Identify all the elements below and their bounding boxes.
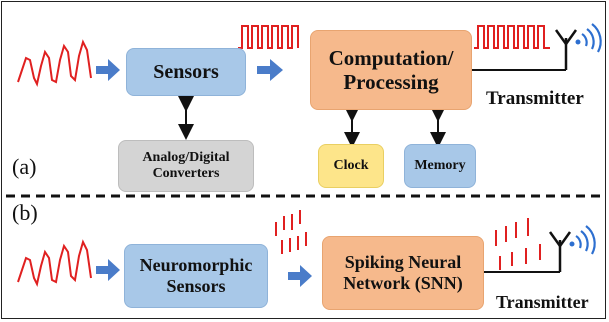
digital-pulse-icon bbox=[238, 25, 299, 49]
wifi-icon bbox=[575, 23, 602, 53]
memory-label: Memory bbox=[414, 157, 466, 173]
transmitter-label-a: Transmitter bbox=[486, 88, 584, 109]
transmitter-label-b: Transmitter bbox=[496, 292, 589, 312]
neuromorphic-label-line2: Sensors bbox=[166, 276, 226, 296]
clock-box: Clock bbox=[318, 144, 384, 188]
snn-label-line1: Spiking Neural bbox=[344, 252, 462, 273]
panel-label-b: (b) bbox=[12, 200, 38, 225]
adc-label-line2: Converters bbox=[152, 166, 220, 181]
antenna-icon bbox=[554, 29, 578, 45]
arrow-icon bbox=[288, 265, 312, 287]
sensors-label: Sensors bbox=[153, 60, 219, 83]
sensors-box: Sensors bbox=[126, 48, 246, 96]
memory-box: Memory bbox=[404, 144, 476, 188]
spike-train-icon bbox=[275, 210, 307, 254]
analog-wave-icon bbox=[17, 39, 92, 87]
spike-train-icon bbox=[495, 218, 541, 270]
snn-label-line2: Network (SNN) bbox=[343, 273, 463, 293]
neuromorphic-label-line1: Neuromorphic bbox=[139, 255, 253, 276]
processing-label-line1: Computation/ bbox=[328, 45, 454, 70]
digital-pulse-icon bbox=[474, 25, 550, 49]
processing-label-line2: Processing bbox=[343, 70, 439, 94]
panel-label-a: (a) bbox=[12, 154, 37, 179]
arrow-icon bbox=[257, 59, 283, 81]
arrow-icon bbox=[96, 59, 120, 81]
analog-wave-icon bbox=[17, 239, 92, 287]
wifi-icon bbox=[569, 225, 596, 255]
processing-box: Computation/ Processing bbox=[310, 30, 472, 110]
arrow-icon bbox=[96, 259, 120, 281]
adc-label-line1: Analog/Digital bbox=[142, 149, 230, 165]
adc-box: Analog/Digital Converters bbox=[118, 140, 254, 192]
snn-box: Spiking Neural Network (SNN) bbox=[322, 236, 484, 310]
neuromorphic-sensors-box: Neuromorphic Sensors bbox=[124, 244, 268, 308]
clock-label: Clock bbox=[333, 157, 369, 173]
antenna-icon bbox=[548, 231, 572, 247]
